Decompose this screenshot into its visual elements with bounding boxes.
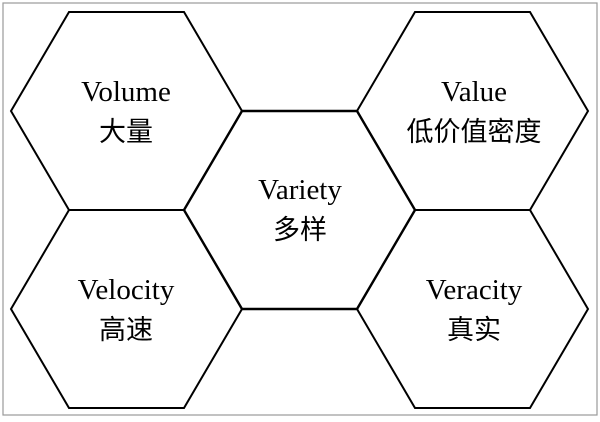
hex-cell-volume: Volume 大量 xyxy=(9,11,244,211)
hex-cell-veracity: Veracity 真实 xyxy=(355,209,590,409)
hex-cell-variety: Variety 多样 xyxy=(182,109,417,311)
variety-label-zh: 多样 xyxy=(273,215,327,246)
velocity-label-zh: 高速 xyxy=(99,315,153,346)
veracity-label-zh: 真实 xyxy=(447,315,501,346)
diagram-frame xyxy=(2,2,598,416)
value-label-zh: 低价值密度 xyxy=(407,117,542,148)
variety-label-en: Variety xyxy=(258,174,342,206)
volume-label-zh: 大量 xyxy=(99,117,153,148)
volume-label-en: Volume xyxy=(81,76,171,108)
value-label-en: Value xyxy=(441,76,507,108)
hex-cell-velocity: Velocity 高速 xyxy=(9,209,244,409)
velocity-label-en: Velocity xyxy=(78,274,175,306)
veracity-label-en: Veracity xyxy=(426,274,523,306)
hexagon-variety xyxy=(182,109,417,311)
